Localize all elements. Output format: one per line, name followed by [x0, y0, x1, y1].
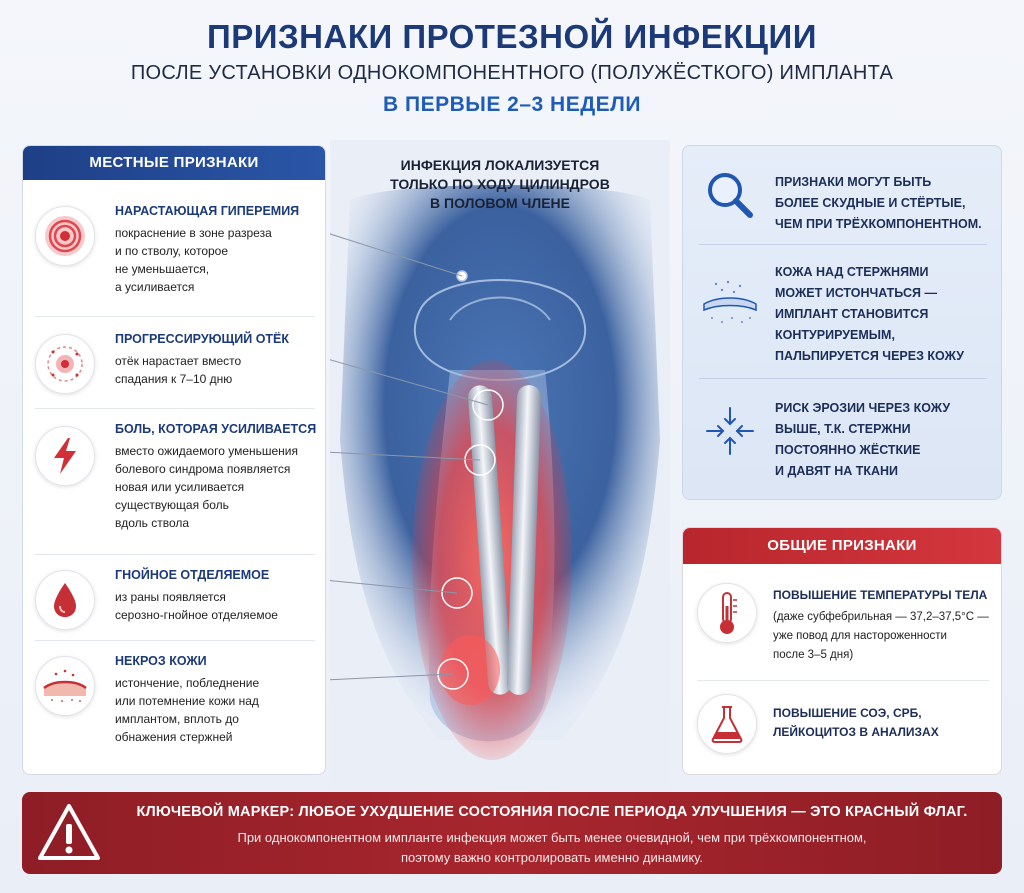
page-subtitle: ПОСЛЕ УСТАНОВКИ ОДНОКОМПОНЕНТНОГО (ПОЛУЖ…	[130, 62, 894, 84]
anatomy-drawing	[323, 140, 670, 790]
local-sign-item: НАРАСТАЮЩАЯ ГИПЕРЕМИЯ покраснение в зоне…	[23, 196, 325, 316]
banner-text: При однокомпонентном импланте инфекция м…	[237, 830, 867, 865]
general-signs-heading: ОБЩИЕ ПРИЗНАКИ	[683, 528, 1001, 564]
timeframe: В ПЕРВЫЕ 2–3 НЕДЕЛИ	[382, 93, 641, 116]
key-marker-banner: КЛЮЧЕВОЙ МАРКЕР: ЛЮБОЕ УХУДШЕНИЕ СОСТОЯН…	[22, 792, 1002, 874]
sign-title: БОЛЬ, КОТОРАЯ УСИЛИВАЕТСЯ	[115, 422, 317, 436]
anatomy-illustration: ИНФЕКЦИЯ ЛОКАЛИЗУЕТСЯ ТОЛЬКО ПО ХОДУ ЦИЛ…	[323, 140, 670, 790]
swelling-icon	[35, 334, 95, 394]
drop-icon	[35, 570, 95, 630]
thermometer-icon	[697, 583, 757, 643]
note-item: КОЖА НАД СТЕРЖНЯМИ МОЖЕТ ИСТОНЧАТЬСЯ — И…	[683, 250, 1003, 376]
sign-title: НАРАСТАЮЩАЯ ГИПЕРЕМИЯ	[115, 204, 300, 218]
notes-panel: ПРИЗНАКИ МОГУТ БЫТЬ БОЛЕЕ СКУДНЫЕ И СТЁР…	[682, 145, 1002, 500]
pressure-arrows-icon	[699, 400, 761, 462]
divider	[35, 408, 315, 409]
sign-description: покраснение в зоне разреза и по стволу, …	[115, 226, 272, 294]
local-signs-heading: МЕСТНЫЕ ПРИЗНАКИ	[23, 146, 325, 180]
lightning-icon	[35, 426, 95, 486]
header: ПРИЗНАКИ ПРОТЕЗНОЙ ИНФЕКЦИИ ПОСЛЕ УСТАНО…	[0, 18, 1024, 117]
note-text: ПРИЗНАКИ МОГУТ БЫТЬ БОЛЕЕ СКУДНЫЕ И СТЁР…	[775, 175, 982, 231]
sign-title: ПРОГРЕССИРУЮЩИЙ ОТЁК	[115, 332, 290, 346]
sign-description: из раны появляется серозно-гнойное отдел…	[115, 590, 278, 622]
general-sign-description: (даже субфебрильная — 37,2–37,5°C — уже …	[773, 611, 989, 661]
banner-title: КЛЮЧЕВОЙ МАРКЕР: ЛЮБОЕ УХУДШЕНИЕ СОСТОЯН…	[136, 804, 968, 820]
note-text: РИСК ЭРОЗИИ ЧЕРЕЗ КОЖУ ВЫШЕ, Т.К. СТЕРЖН…	[775, 401, 951, 478]
divider	[35, 316, 315, 317]
note-text: КОЖА НАД СТЕРЖНЯМИ МОЖЕТ ИСТОНЧАТЬСЯ — И…	[775, 265, 964, 363]
magnifier-icon	[699, 164, 761, 226]
local-sign-item: ГНОЙНОЕ ОТДЕЛЯЕМОЕ из раны появляется се…	[23, 560, 325, 640]
local-sign-item: ПРОГРЕССИРУЮЩИЙ ОТЁК отёк нарастает вмес…	[23, 324, 325, 404]
divider	[699, 244, 987, 245]
general-signs-panel: ОБЩИЕ ПРИЗНАКИ ПОВЫШЕНИЕ ТЕМПЕРАТУРЫ ТЕЛ…	[682, 527, 1002, 775]
local-sign-item: НЕКРОЗ КОЖИ истончение, побледнение или …	[23, 646, 325, 766]
general-sign-title: ПОВЫШЕНИЕ СОЭ, СРБ, ЛЕЙКОЦИТОЗ В АНАЛИЗА…	[773, 706, 939, 739]
center-caption: ИНФЕКЦИЯ ЛОКАЛИЗУЕТСЯ ТОЛЬКО ПО ХОДУ ЦИЛ…	[390, 157, 610, 211]
local-sign-item: БОЛЬ, КОТОРАЯ УСИЛИВАЕТСЯ вместо ожидаем…	[23, 414, 325, 554]
redness-icon	[35, 206, 95, 266]
flask-icon	[697, 694, 757, 754]
sign-description: отёк нарастает вместо спадания к 7–10 дн…	[115, 354, 242, 386]
page-title: ПРИЗНАКИ ПРОТЕЗНОЙ ИНФЕКЦИИ	[207, 18, 817, 55]
sign-description: истончение, побледнение или потемнение к…	[115, 676, 260, 744]
divider	[35, 640, 315, 641]
divider	[699, 378, 987, 379]
sign-title: ГНОЙНОЕ ОТДЕЛЯЕМОЕ	[115, 568, 270, 582]
note-item: РИСК ЭРОЗИИ ЧЕРЕЗ КОЖУ ВЫШЕ, Т.К. СТЕРЖН…	[683, 384, 1003, 494]
local-signs-panel: МЕСТНЫЕ ПРИЗНАКИ НАРАСТАЮЩАЯ ГИПЕРЕМИЯ п…	[22, 145, 326, 775]
skin-necrosis-icon	[35, 656, 95, 716]
sign-title: НЕКРОЗ КОЖИ	[115, 654, 207, 668]
warning-icon	[36, 800, 102, 866]
divider	[35, 554, 315, 555]
divider	[697, 680, 989, 681]
general-sign-title: ПОВЫШЕНИЕ ТЕМПЕРАТУРЫ ТЕЛА	[773, 588, 988, 602]
thin-skin-icon	[699, 272, 761, 334]
note-item: ПРИЗНАКИ МОГУТ БЫТЬ БОЛЕЕ СКУДНЫЕ И СТЁР…	[683, 158, 1003, 250]
sign-description: вместо ожидаемого уменьшения болевого си…	[115, 444, 298, 530]
